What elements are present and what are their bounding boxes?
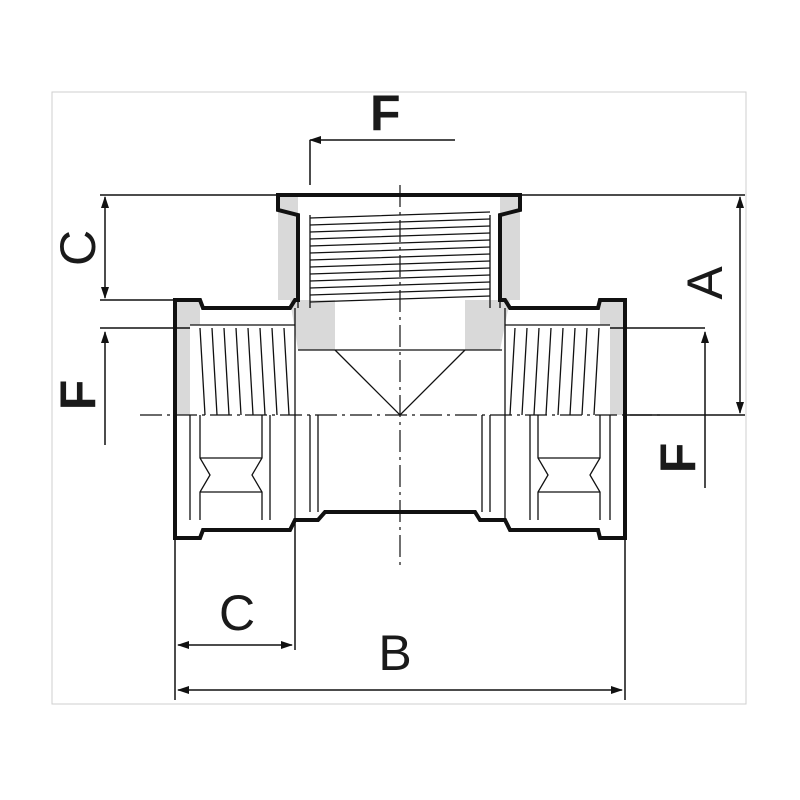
label-left-c: C [50,230,106,266]
dim-top-f [309,136,455,185]
wall-shading [175,195,625,415]
label-top-f: F [370,85,401,141]
dim-bottom-b [177,538,626,700]
inner-bore [298,349,502,512]
frame-border [51,91,747,705]
label-bottom-c: C [219,585,255,641]
dim-left-c [100,194,278,301]
dim-right-f [610,327,709,488]
label-right-a: A [677,266,733,300]
dim-bottom-c [174,520,296,700]
left-thread [190,308,296,520]
tee-outline [173,193,627,540]
hex-flats [189,415,611,520]
label-bottom-b: B [378,625,411,681]
label-left-f: F [50,380,106,411]
top-thread [297,211,501,308]
dim-left-f [100,327,190,445]
dim-right-a [520,194,745,416]
right-thread [504,308,610,520]
label-right-f: F [650,443,706,474]
